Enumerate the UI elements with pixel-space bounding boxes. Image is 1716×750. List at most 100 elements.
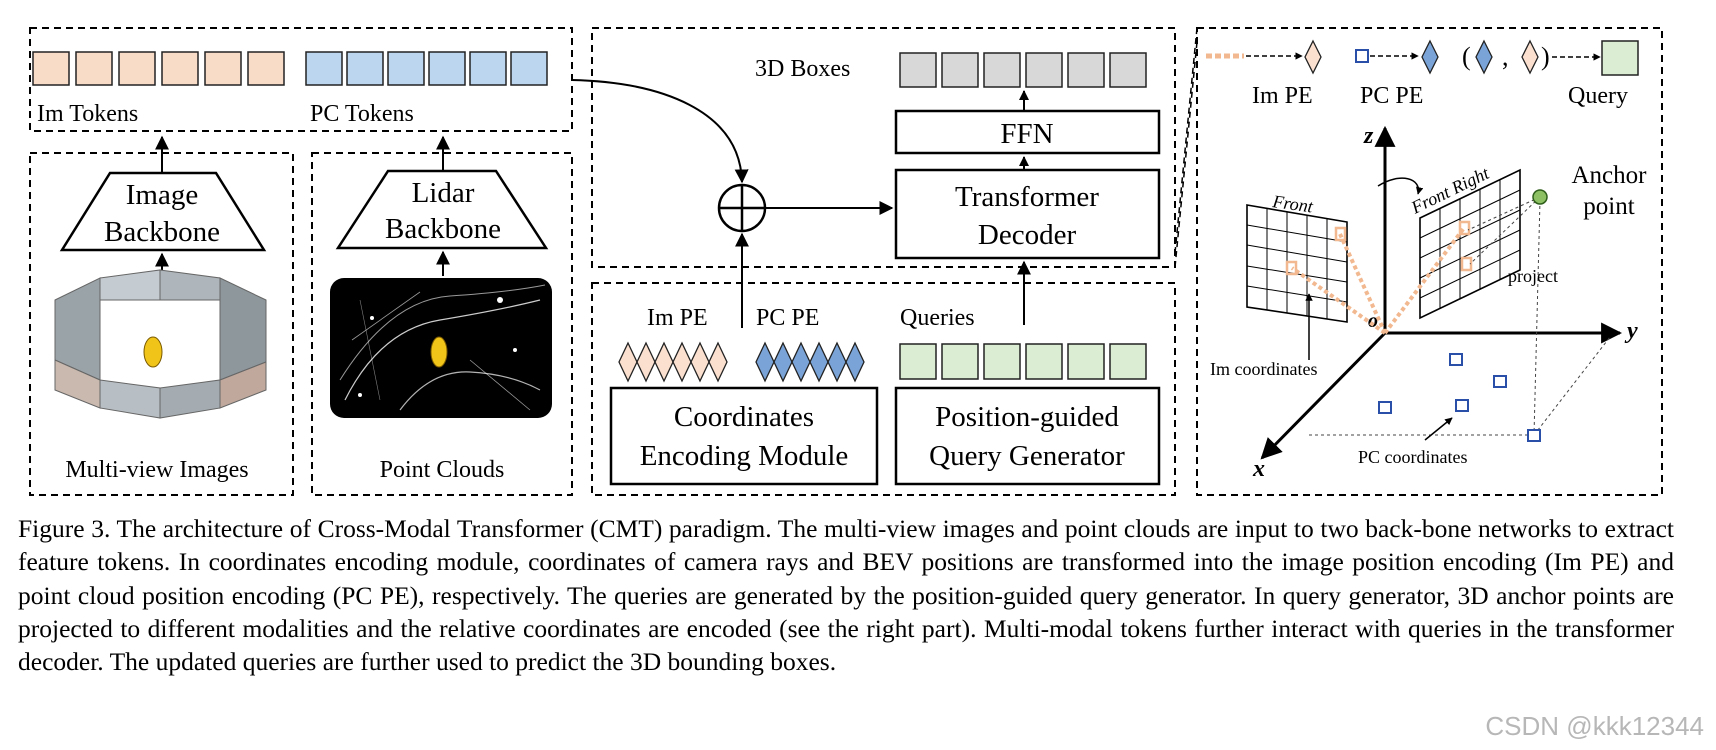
- rotation-arrow: [1377, 177, 1424, 195]
- output-box: [1067, 52, 1105, 88]
- pc-tokens: [305, 51, 548, 86]
- pc-token: [428, 51, 466, 86]
- legend-impe-label: Im PE: [1252, 83, 1313, 109]
- im-pe-diamonds: [618, 341, 728, 383]
- query-squares: [899, 343, 1147, 380]
- pc-pe-diamond: [809, 341, 829, 383]
- legend-pair-open: (: [1462, 42, 1471, 71]
- im-pe-diamond: [672, 341, 692, 383]
- queries-label: Queries: [900, 305, 975, 331]
- legend-pair-close: ): [1541, 42, 1550, 71]
- pc-pe-diamond: [845, 341, 865, 383]
- legend-pair-blue-diamond: [1475, 39, 1493, 75]
- lidar-backbone-shape: [335, 169, 549, 250]
- legend-impe-diamond: [1304, 39, 1322, 75]
- im-tokens-label: Im Tokens: [37, 101, 138, 127]
- pc-point: [1378, 401, 1392, 414]
- projection-line-1: [1467, 196, 1541, 231]
- output-box: [983, 52, 1021, 88]
- pc-pe-diamonds: [755, 341, 865, 383]
- output-boxes: [899, 52, 1147, 88]
- pointcloud-label: Point Clouds: [380, 457, 505, 483]
- query-square: [899, 343, 937, 380]
- legend-pair-comma: ,: [1502, 42, 1509, 71]
- axis-z-label: z: [1363, 123, 1374, 149]
- im-token: [161, 51, 199, 86]
- query-square: [983, 343, 1021, 380]
- pc-token: [469, 51, 507, 86]
- legend-query-label: Query: [1568, 83, 1628, 109]
- multiview-panel: [29, 152, 294, 496]
- pc-points: [1378, 353, 1541, 442]
- decoder-panel: [591, 27, 1176, 268]
- im-pe-diamond: [690, 341, 710, 383]
- im-token: [204, 51, 242, 86]
- ffn-label: FFN: [1000, 118, 1053, 150]
- camera-ray-front-2: [1290, 266, 1387, 335]
- im-pe-diamond: [654, 341, 674, 383]
- query-square: [1067, 343, 1105, 380]
- legend-query-square: [1601, 40, 1639, 76]
- figure-caption: Figure 3. The architecture of Cross-Moda…: [18, 514, 1674, 677]
- im-tokens: [32, 51, 285, 86]
- legend-pcpe-square: [1355, 49, 1369, 63]
- im-pe-diamond: [708, 341, 728, 383]
- multiview-images-picture: [54, 269, 267, 419]
- pc-token: [510, 51, 548, 86]
- sum-node: [717, 183, 767, 233]
- output-box: [1109, 52, 1147, 88]
- bev-line-2: [1533, 336, 1611, 436]
- query-square: [1025, 343, 1063, 380]
- coordinates-encoding-module-box: [609, 386, 879, 486]
- pc-coords-label: PC coordinates: [1358, 447, 1468, 467]
- output-box: [1025, 52, 1063, 88]
- pc-point: [1527, 429, 1541, 442]
- pc-pe-diamond: [773, 341, 793, 383]
- im-coords-label: Im coordinates: [1210, 359, 1317, 379]
- im-token: [32, 51, 70, 86]
- zoom-connector-top: [1174, 27, 1198, 254]
- front-image-plane: [1246, 204, 1348, 323]
- ffn-box: [894, 109, 1161, 155]
- im-pe-diamond: [618, 341, 638, 383]
- geometry-panel: [1196, 27, 1663, 496]
- anchor-drop-line: [1533, 199, 1541, 436]
- multiview-label: Multi-view Images: [65, 457, 248, 483]
- anchor-label-line2: point: [1583, 193, 1634, 220]
- decoder-line2: Decoder: [978, 219, 1077, 251]
- arrow-tokens-to-sum: [571, 79, 749, 184]
- query-generator-box: [894, 386, 1161, 486]
- query-square: [941, 343, 979, 380]
- lidar-backbone-line2: Backbone: [385, 213, 501, 245]
- cem-line2: Encoding Module: [640, 440, 849, 472]
- projection-line-2: [1469, 196, 1541, 265]
- impe-label: Im PE: [647, 305, 708, 331]
- point-cloud-picture: [330, 278, 552, 418]
- pc-point: [1493, 375, 1507, 388]
- pqg-line2: Query Generator: [929, 440, 1125, 472]
- im-token: [118, 51, 156, 86]
- pc-tokens-label: PC Tokens: [310, 101, 414, 127]
- boxes-label: 3D Boxes: [755, 56, 850, 82]
- pointcloud-panel: [311, 152, 573, 496]
- legend-pcpe-diamond: [1421, 39, 1439, 75]
- lidar-backbone-line1: Lidar: [412, 177, 475, 209]
- axis-x-label: x: [1252, 456, 1265, 482]
- architecture-figure: Im Tokens PC Tokens Image Backbone Multi…: [29, 27, 1663, 496]
- decoder-line1: Transformer: [955, 181, 1099, 213]
- tokens-panel: [29, 27, 573, 132]
- axis-origin-label: o: [1368, 310, 1378, 332]
- cem-line1: Coordinates: [674, 401, 814, 433]
- image-backbone-line1: Image: [126, 179, 198, 211]
- encoding-panel: [591, 282, 1176, 496]
- legend-pair-orange-diamond: [1521, 39, 1539, 75]
- legend-pcpe-label: PC PE: [1360, 83, 1423, 109]
- camera-ray-front-right: [1383, 226, 1466, 335]
- im-pe-diamond: [636, 341, 656, 383]
- anchor-label-line1: Anchor: [1572, 162, 1648, 189]
- output-box: [941, 52, 979, 88]
- axis-y-label: y: [1624, 318, 1638, 344]
- image-backbone-line2: Backbone: [104, 216, 220, 248]
- pc-pe-diamond: [791, 341, 811, 383]
- pcpe-label: PC PE: [756, 305, 819, 331]
